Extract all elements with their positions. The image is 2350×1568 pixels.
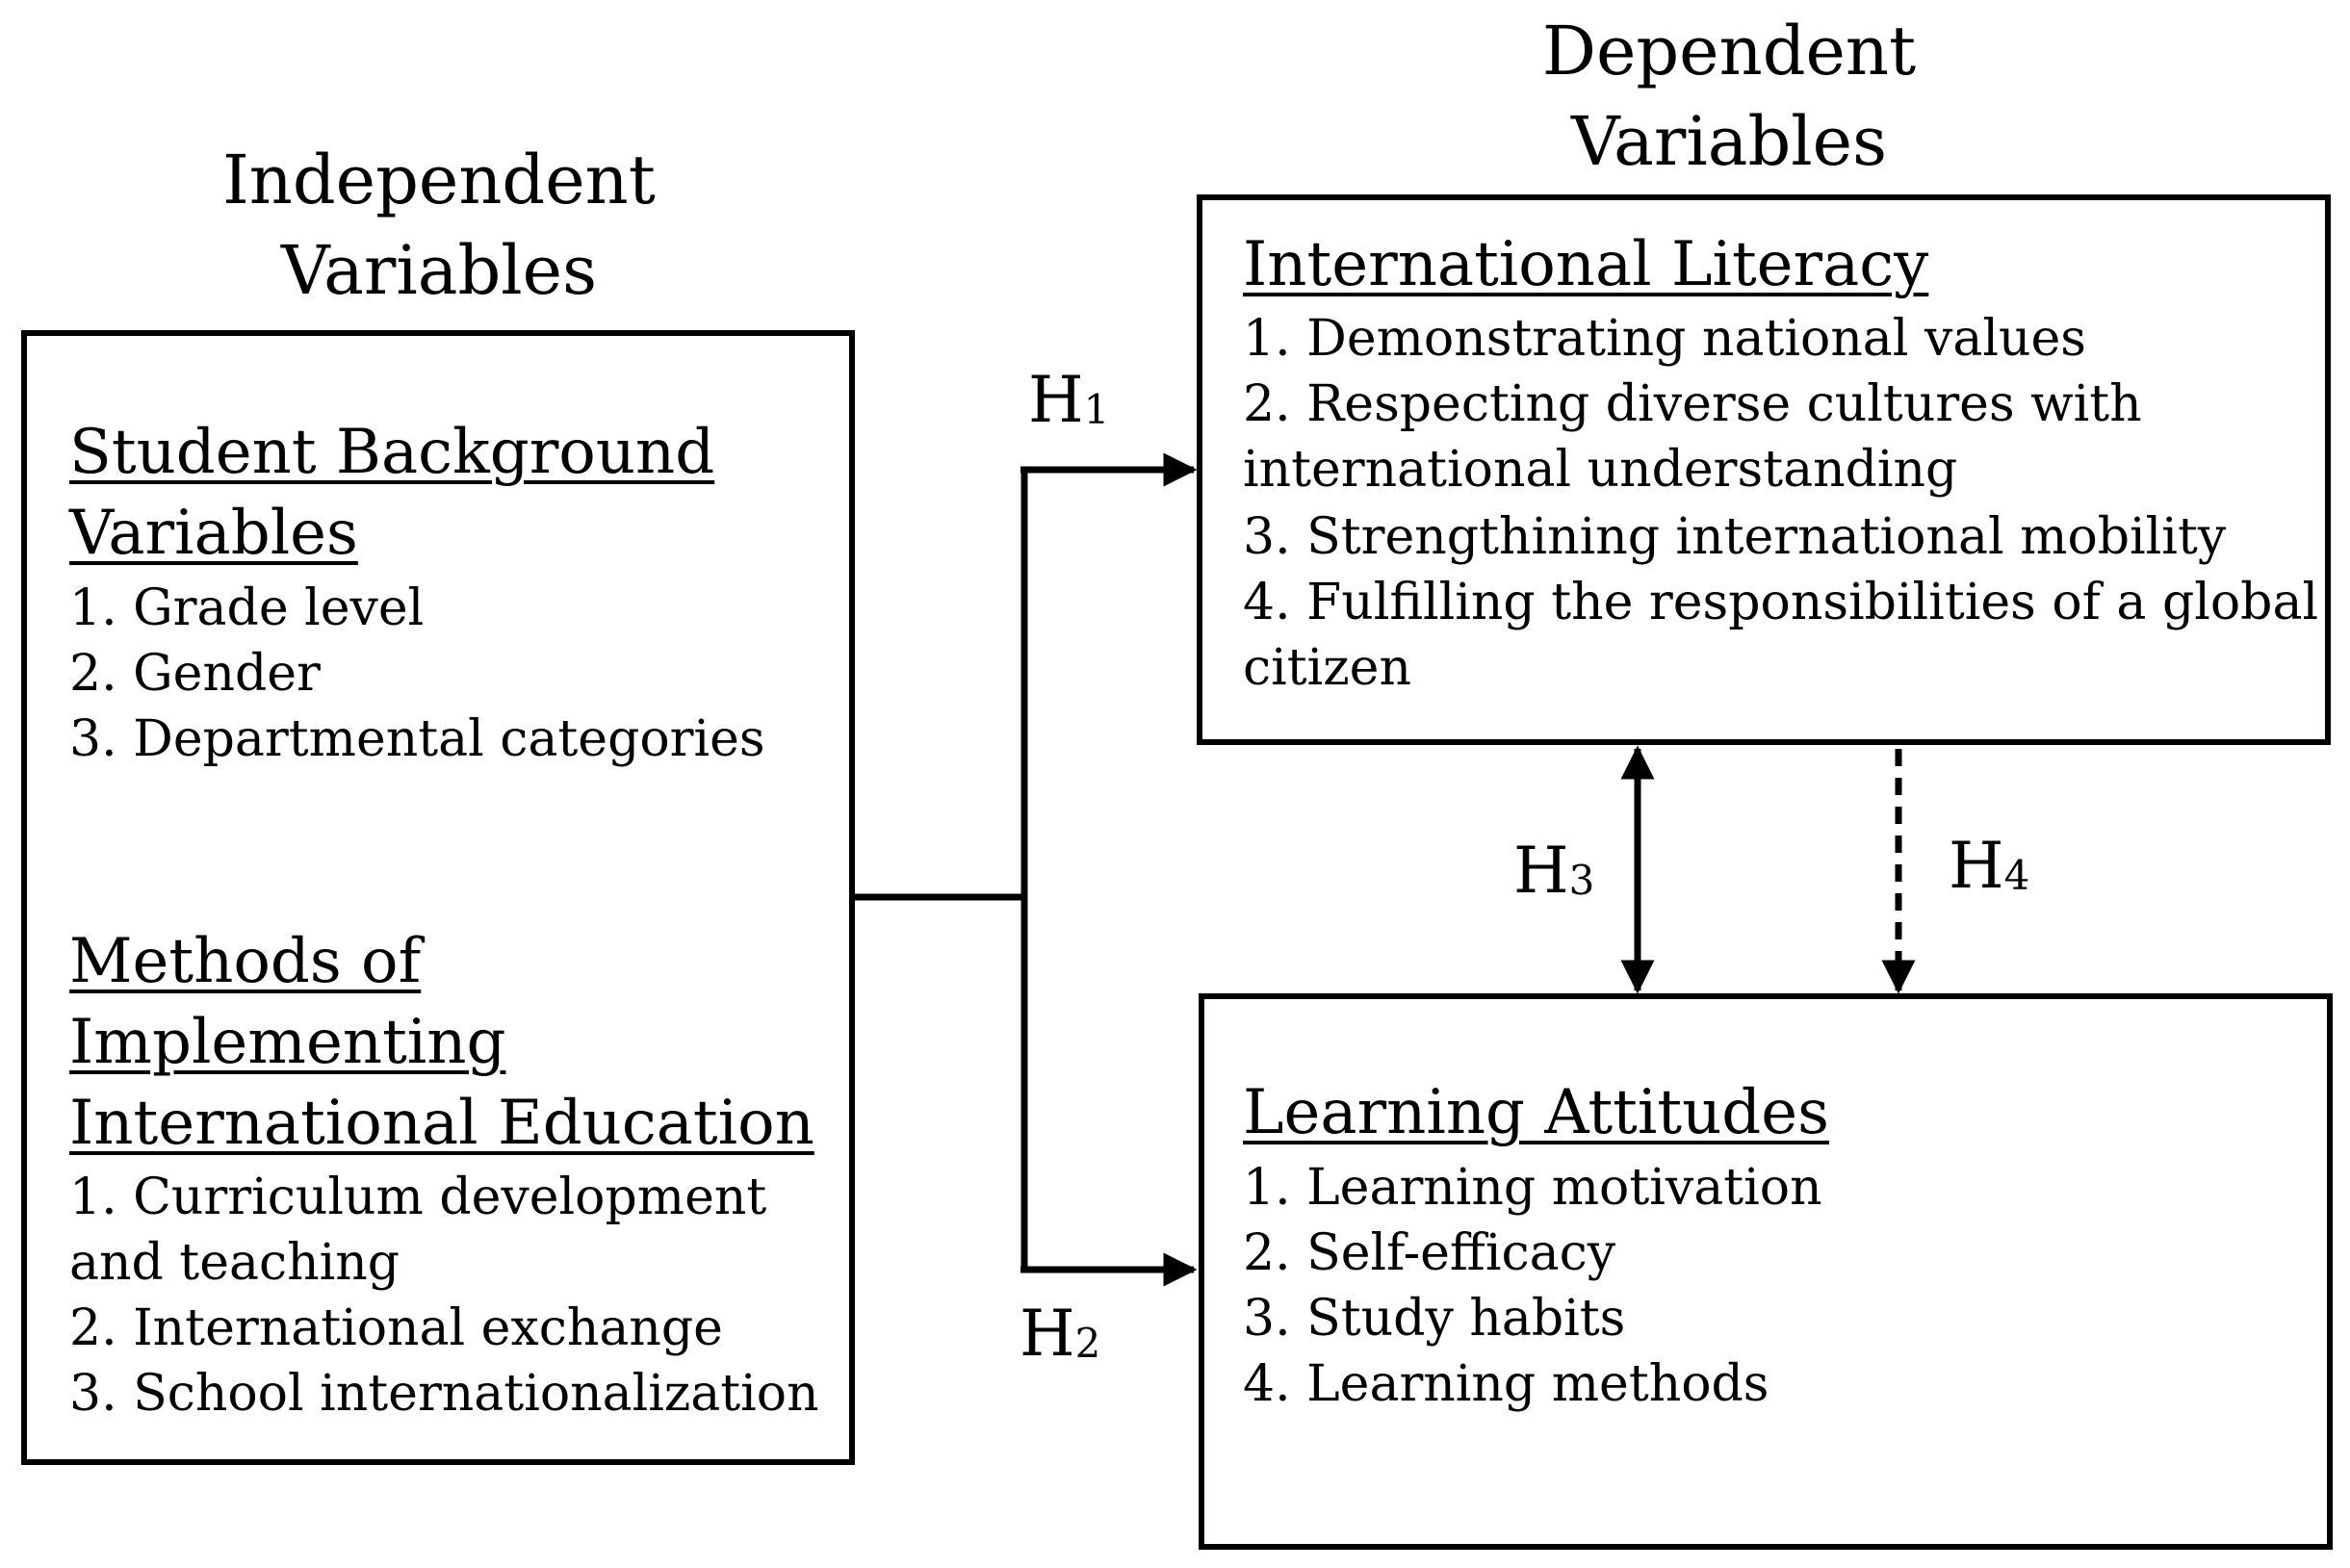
h2-label: H2 bbox=[1020, 1297, 1101, 1371]
dependent-variables-heading: Dependent Variables bbox=[1541, 12, 1917, 181]
list-item: and teaching bbox=[69, 1234, 400, 1292]
international-literacy-box bbox=[1197, 194, 2331, 745]
list-item: 2. Self-efficacy bbox=[1243, 1224, 1616, 1282]
list-item: 1. Demonstrating national values bbox=[1243, 310, 2086, 368]
independent-variables-box bbox=[21, 330, 855, 1465]
list-item: 2. Respecting diverse cultures with bbox=[1243, 375, 2142, 433]
h4-label: H4 bbox=[1949, 829, 2030, 903]
list-item: 1. Learning motivation bbox=[1243, 1159, 1822, 1217]
list-item: 3. School internationalization bbox=[69, 1365, 819, 1423]
list-item: 2. Gender bbox=[69, 645, 321, 703]
methods-title: Methods of Implementing International Ed… bbox=[69, 926, 814, 1159]
list-item: 4. Fulfilling the responsibilities of a … bbox=[1243, 574, 2319, 631]
list-item: 1. Curriculum development bbox=[69, 1169, 767, 1226]
list-item: citizen bbox=[1243, 639, 1411, 697]
independent-variables-heading: Independent Variables bbox=[222, 141, 656, 310]
learning-attitudes-box bbox=[1199, 993, 2333, 1550]
list-item: 3. Study habits bbox=[1243, 1290, 1626, 1348]
h3-label: H3 bbox=[1513, 834, 1595, 908]
list-item: 3. Departmental categories bbox=[69, 710, 765, 768]
international-literacy-title: International Literacy bbox=[1243, 229, 1929, 300]
student-background-title: Student Background Variables bbox=[69, 417, 715, 569]
list-item: 3. Strengthining international mobility bbox=[1243, 508, 2227, 566]
list-item: 4. Learning methods bbox=[1243, 1355, 1769, 1413]
h1-label: H1 bbox=[1028, 363, 1110, 437]
learning-attitudes-title: Learning Attitudes bbox=[1243, 1077, 1829, 1148]
list-item: 2. International exchange bbox=[69, 1299, 723, 1357]
list-item: international understanding bbox=[1243, 441, 1958, 499]
list-item: 1. Grade level bbox=[69, 579, 425, 637]
